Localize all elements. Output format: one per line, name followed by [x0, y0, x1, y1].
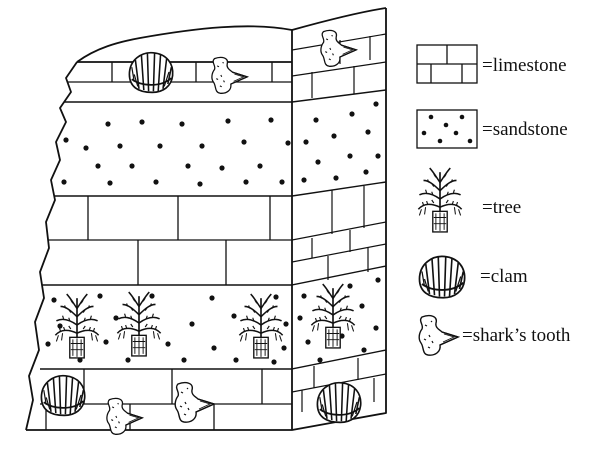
legend-item-limestone: =limestone [417, 45, 567, 83]
clam-fossil [129, 53, 172, 93]
legend-item-shark-tooth: =shark’s tooth [419, 316, 571, 355]
clam-fossil [41, 376, 84, 416]
legend-item-sandstone: =sandstone [417, 110, 568, 148]
legend: =limestone =sandstone =tree =clam [417, 45, 571, 355]
legend-label-shark-tooth: =shark’s tooth [462, 325, 571, 346]
limestone-pattern-icon [417, 45, 477, 83]
clam-fossil-icon [420, 256, 465, 297]
legend-label-limestone: =limestone [482, 55, 567, 76]
legend-label-tree: =tree [482, 197, 521, 218]
shark-tooth-fossil-icon [419, 316, 458, 355]
legend-label-clam: =clam [480, 266, 528, 287]
side-face [290, 0, 390, 440]
clam-fossil [317, 383, 360, 423]
legend-label-sandstone: =sandstone [482, 119, 568, 140]
legend-item-clam: =clam [420, 256, 528, 297]
legend-item-tree: =tree [418, 168, 521, 232]
sandstone-pattern-icon [417, 110, 477, 148]
tree-fossil-icon [418, 168, 461, 232]
